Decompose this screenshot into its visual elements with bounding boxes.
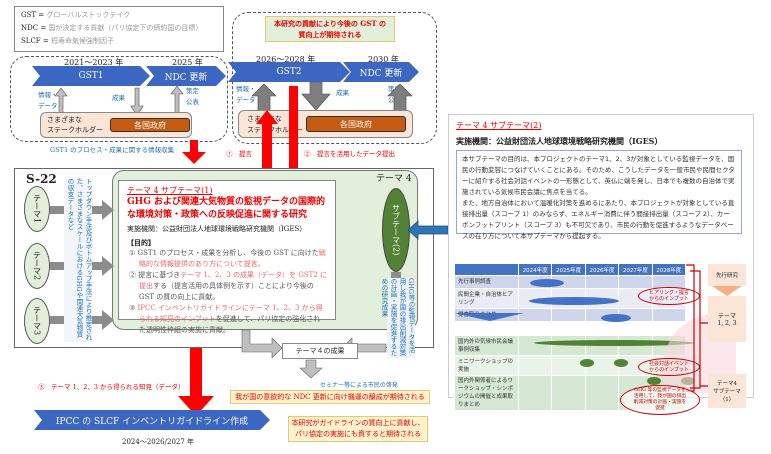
right-arrow-icon [241, 330, 283, 359]
theme1-oval: テーマ1 [24, 186, 50, 232]
theme2-oval: テーマ2 [24, 243, 50, 289]
up-arrow-icon [170, 86, 184, 116]
timeline2-government: 各国政府 [306, 116, 406, 132]
up-arrow-icon [256, 110, 278, 170]
subtheme1-box: テーマ 4 サブテーマ(1) GHG および関連大気物質の監視データの国際的な環… [118, 180, 336, 334]
ipcc-chevron: IPCC の SLCF インベントリガイドライン作成 [34, 410, 270, 430]
gantt-row: 先行事例調査 [454, 275, 687, 289]
purpose-item-3: ③ IPCC インベントリガイドラインにテーマ 1、2、3 から得られる知見のイ… [129, 304, 323, 334]
event-input-note: 社会対話イベント からのインプット [638, 358, 700, 376]
gantt-bar [534, 340, 694, 346]
timeline1-decision-label: 策定 公表 [186, 87, 199, 106]
subtheme1-purpose-label: 【目的】 [127, 238, 155, 247]
gantt-bar [614, 359, 628, 367]
contribution-banner: 本研究の貢献により今後の GST の 質向上が期待される [265, 16, 395, 42]
seminar-label: セミナー等による市民の啓発 [320, 382, 398, 389]
gantt-year-2024: 2024年度 [517, 263, 553, 276]
down-triangle-icon [712, 286, 742, 296]
subtheme2-title: テーマ 4 サブテーマ(2) [456, 121, 542, 130]
legend-row-slcf: SLCF = 短寿命気候強制因子 [21, 37, 114, 45]
theme123-box: テーマ 1, 2, 3 [708, 296, 746, 342]
theme4-label: テーマ 4 [376, 174, 412, 184]
down-arrow-icon [301, 82, 331, 111]
timeline2-year-ndc: 2030 年 [368, 55, 399, 64]
timeline1-result-label: 成果 [112, 94, 125, 102]
gantt-year-2028: 2028年度 [651, 263, 687, 276]
legend-row-ndc: NDC = 国が決定する貢献（パリ協定下の締約国の目標） [21, 24, 203, 32]
blue-arrow-icon [454, 313, 524, 321]
gantt-header-row: 2024年度 2025年度 2026年度 2027年度 2028年度 [454, 263, 687, 276]
ndc-update-chevron-1: NDC 更新 [146, 66, 226, 86]
timeline2-year-gst2: 2026～2028 年 [256, 55, 316, 64]
timeline2-arrows [251, 82, 413, 112]
theme3-oval: テーマ3 [24, 298, 50, 344]
gst2-chevron: GST2 [228, 62, 350, 82]
subtheme2-description: GHG等の監視データを活用し我が国の排出削減対策の計画・実施を促進するための研究… [380, 278, 415, 358]
timeline1-year-ndc: 2025 年 [172, 58, 203, 67]
down-arrow-icon [182, 140, 206, 164]
theme4-result-box: テーマ４の成果 [282, 343, 358, 359]
ipcc-expect-banner: 本研究がガイドラインの質向上に貢献し、 パリ協定の実施にも資すると期待される [288, 416, 428, 442]
gantt-bar [647, 377, 661, 385]
knowledge-label: ③ テーマ 1、2、3 から得られる知見（データ） [38, 383, 185, 391]
timeline1-government: 各国政府 [110, 118, 190, 132]
ndc-update-chevron-2: NDC 更新 [343, 62, 419, 82]
up-arrow-icon [387, 83, 413, 112]
theme-data-description: トップダウン手法及びボトムアップ手法により推定された、さまざまなスケールにおける… [64, 178, 92, 342]
theme4-subtheme1-box: テーマ4 サブテーマ （1） [708, 374, 746, 408]
proposal1-label: ① 提言 [226, 150, 252, 158]
timeline1-box [10, 56, 228, 142]
ipcc-years: 2024～2026/2027 年 [122, 438, 195, 446]
down-arrow-icon [178, 344, 214, 416]
down-arrow-icon [299, 359, 323, 379]
subtheme1-heading: GHG および関連大気物質の監視データの国際的な環境対策・政策への反映促進に関す… [127, 197, 326, 220]
subtheme2-oval: サブテーマ(2) [382, 188, 410, 272]
up-arrow-icon [251, 83, 277, 112]
bracket-icon [690, 270, 708, 389]
purpose-item-1: ① GST1 のプロセス・成果を分析し、今後の GST に向けた戦略的な情報提供… [129, 249, 326, 268]
subtheme2-description-box: 本サブテーマの目的は、本プロジェクトのテーマ1、2、3が対象としている監視データ… [456, 150, 742, 240]
timeline2-result-label: 成果 [336, 89, 349, 97]
subtheme2-body2: また、地方自治体において温暖化対策を進めるにあたり、本プロジェクトが対象としてい… [462, 199, 735, 240]
hearing-input-note: ヒアリング・提言 からのインプット [638, 287, 700, 305]
ghg-data-note: GHG 等の監視データを 活用して、我が国の排出 削減対策の計画・実施を 促進 [620, 385, 700, 415]
subtheme1-org: 実施機関：公益財団法人地球環境戦略研究機関（IGES） [127, 225, 307, 233]
subtheme2-body1: 本サブテーマの目的は、本プロジェクトのテーマ1、2、3が対象としている監視データ… [462, 155, 735, 196]
timeline1-info-label: 情報・ データ [38, 91, 58, 110]
purpose-item-2: ② 提言に基づきテーマ 1、2、3 の成果（データ）を GST2 に提出する（提… [129, 271, 328, 301]
legend-row-gst: GST = グローバルストックテイク [21, 11, 131, 19]
proposal2-label: ② 提言を活用したデータ提出 [304, 150, 395, 158]
ndc-expect-banner: 我が国の意欲的な NDC 更新に向け機運の醸成が期待される [230, 390, 430, 404]
legend-box: GST = グローバルストックテイク NDC = 国が決定する貢献（パリ協定下の… [14, 6, 224, 52]
timeline1-caption: GST1 のプロセス・成果に関する情報収集 [50, 146, 175, 154]
red-arrows [178, 86, 298, 416]
down-arrow-icon [130, 87, 144, 116]
left-arrow-icon [408, 220, 449, 240]
connector [391, 272, 401, 278]
timeline1-year-gst1: 2021～2023 年 [64, 58, 124, 67]
subtheme1-title: テーマ 4 サブテーマ(1) [127, 186, 213, 195]
subtheme2-org: 実施機関：公益財団法人地球環境戦略研究機関（IGES） [456, 136, 663, 146]
red-bar [289, 86, 298, 170]
gst1-chevron: GST1 [32, 66, 150, 86]
gantt-bar [529, 297, 619, 305]
gantt-bar [601, 314, 631, 322]
gantt-bar [530, 279, 564, 287]
s22-title: S-22 [26, 172, 57, 186]
gantt-bar [580, 359, 594, 367]
timeline2-info-label: 情報・ データ [236, 85, 256, 104]
prior-research-box: 先行研究 [708, 264, 746, 286]
gantt-year-2027: 2027年度 [618, 263, 653, 276]
